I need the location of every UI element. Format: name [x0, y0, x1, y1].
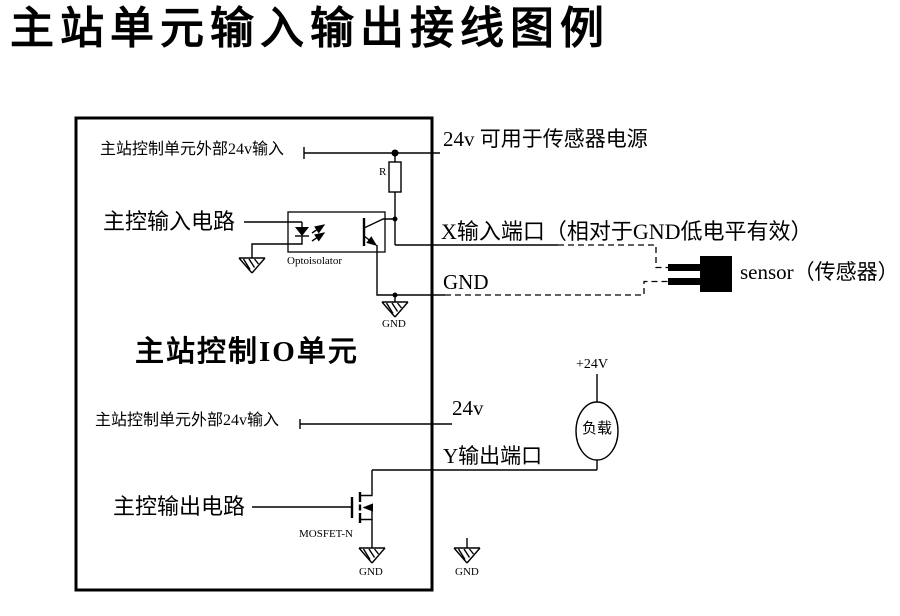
- sensor-connector-icon: [668, 256, 732, 292]
- bottom-24v-wire: [299, 419, 452, 429]
- ground-icon-mosfet: [358, 547, 386, 564]
- y-output-wire: [372, 460, 598, 471]
- gnd-external-label: GND: [455, 566, 479, 578]
- gnd-dashed-wire: [445, 280, 668, 296]
- mosfet-symbol: [350, 470, 374, 544]
- sensor-power-24v-label: 24v 可用于传感器电源: [443, 127, 648, 151]
- main-unit-label: 主站控制IO单元: [135, 336, 359, 368]
- phototransistor-icon: [362, 216, 398, 296]
- external-24v-input-top-label: 主站控制单元外部24v输入: [100, 141, 285, 158]
- gnd-rail-wire: [392, 292, 445, 302]
- top-24v-wire: [303, 147, 440, 159]
- input-circuit-label: 主控输入电路: [103, 209, 236, 234]
- gnd-mosfet-label: GND: [359, 566, 383, 578]
- v24-label: 24v: [452, 396, 484, 420]
- resistor-label: R: [379, 166, 387, 178]
- ground-icon-gnd-port: [381, 301, 409, 318]
- plus-24v-label: +24V: [576, 357, 609, 372]
- gnd-port-label: GND: [443, 270, 489, 294]
- gnd-under-port-label: GND: [382, 318, 406, 330]
- x-input-dashed-wire: [558, 244, 668, 269]
- ground-icon-external: [453, 547, 481, 564]
- x-input-port-label: X输入端口（相对于GND低电平有效）: [441, 219, 813, 244]
- optoisolator-label: Optoisolator: [287, 255, 342, 267]
- light-arrows-icon: [311, 224, 326, 242]
- output-circuit-label: 主控输出电路: [113, 494, 246, 519]
- mosfet-label: MOSFET-N: [299, 528, 353, 540]
- resistor-symbol: [388, 153, 402, 245]
- page-title: 主站单元输入输出接线图例: [10, 4, 610, 53]
- y-output-port-label: Y输出端口: [443, 444, 543, 468]
- external-24v-input-bottom-label: 主站控制单元外部24v输入: [95, 412, 280, 429]
- sensor-label: sensor（传感器）: [740, 260, 899, 284]
- main-unit-box: [74, 116, 434, 592]
- load-symbol: [575, 374, 619, 461]
- load-label: 负载: [581, 421, 612, 437]
- ground-icon-optoisolator: [238, 257, 266, 274]
- led-icon: [251, 222, 309, 258]
- optoisolator-symbol: [251, 211, 398, 296]
